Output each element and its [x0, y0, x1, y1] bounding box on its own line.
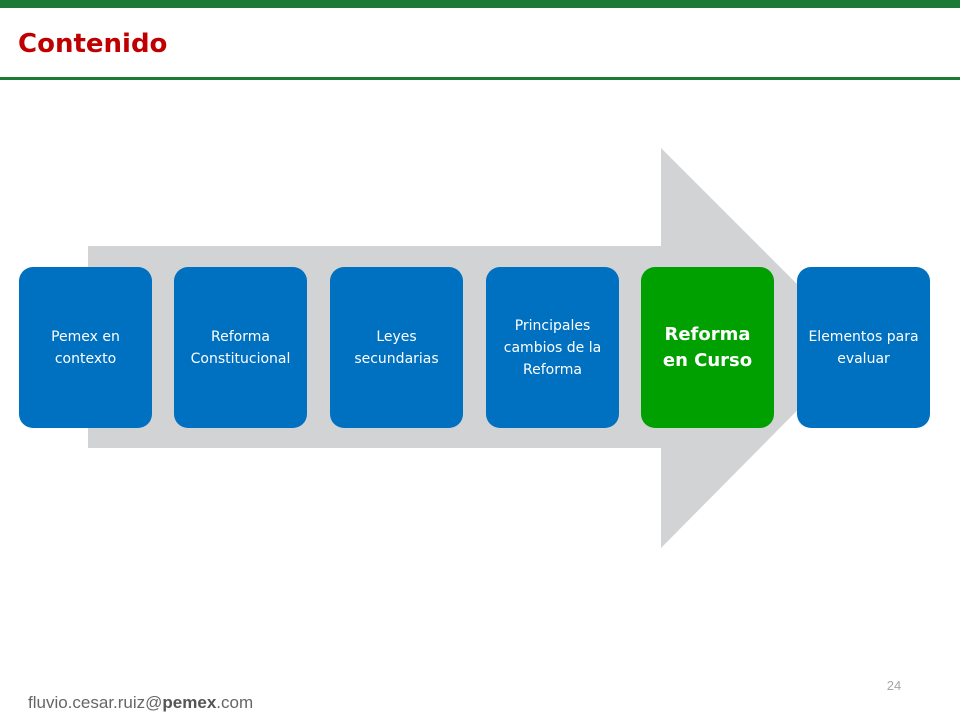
- step-label: Reforma en Curso: [662, 323, 753, 371]
- step-box-elementos-para-evaluar[interactable]: Elementos para evaluar: [797, 267, 930, 428]
- email-user: fluvio.cesar.ruiz@: [28, 693, 163, 712]
- step-label: Pemex en contexto: [51, 328, 120, 367]
- email-tld: .com: [216, 693, 254, 712]
- process-arrow-shape: [88, 148, 860, 548]
- step-label: Leyes secundarias: [354, 328, 439, 367]
- page-number: 24: [886, 678, 902, 693]
- step-box-leyes-secundarias[interactable]: Leyes secundarias: [330, 267, 463, 428]
- step-box-reforma-en-curso[interactable]: Reforma en Curso: [641, 267, 774, 428]
- step-box-pemex-en-contexto[interactable]: Pemex en contexto: [19, 267, 152, 428]
- step-box-reforma-constitucional[interactable]: Reforma Constitucional: [174, 267, 307, 428]
- top-accent-bar: [0, 0, 960, 8]
- email-brand: pemex: [162, 693, 217, 712]
- step-label: Reforma Constitucional: [190, 328, 291, 367]
- footer-email: fluvio.cesar.ruiz@pemex.com: [28, 693, 253, 713]
- slide-title: Contenido: [18, 29, 168, 59]
- step-label: Elementos para evaluar: [808, 328, 919, 367]
- step-box-principales-cambios[interactable]: Principales cambios de la Reforma: [486, 267, 619, 428]
- title-divider: [0, 77, 960, 80]
- step-label: Principales cambios de la Reforma: [503, 317, 602, 378]
